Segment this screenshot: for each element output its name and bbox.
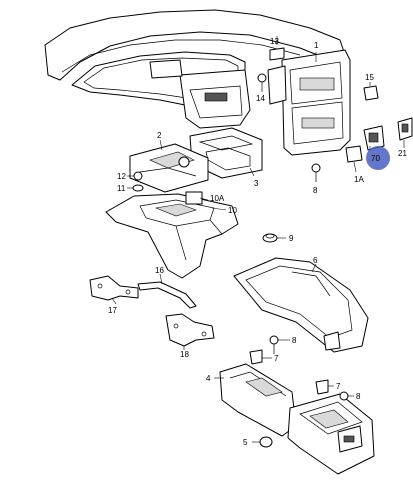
callout-7a: 7 [274, 354, 279, 363]
armrest-base-4 [219, 363, 297, 437]
clip-7-lower [315, 379, 334, 395]
leader-lines [111, 52, 405, 379]
switch-70 [363, 125, 385, 151]
callout-6: 6 [313, 256, 318, 265]
callout-2: 2 [157, 131, 162, 140]
screw-12 [127, 171, 143, 181]
callout-3: 3 [254, 179, 259, 188]
switch-21 [397, 117, 413, 141]
grommet-9 [262, 233, 286, 243]
knob-5 [252, 436, 273, 448]
bracket-17 [89, 275, 139, 301]
shifter-bezel-2 [129, 143, 209, 193]
callout-16: 16 [155, 266, 164, 275]
clip-1a [345, 145, 363, 173]
callout-10a: 10A [210, 194, 225, 203]
screw-8-lower [339, 391, 354, 401]
clip-15 [363, 82, 379, 101]
callout-14: 14 [256, 94, 265, 103]
callout-11: 11 [117, 184, 126, 193]
callout-15: 15 [365, 73, 374, 82]
callout-13: 13 [270, 37, 279, 46]
center-stack-bezel [267, 49, 351, 156]
bolt-13 [269, 36, 285, 61]
callout-7b: 7 [336, 382, 341, 391]
callout-8a: 8 [313, 186, 318, 195]
screw-14 [257, 73, 267, 92]
callout-9: 9 [289, 234, 294, 243]
callout-12: 12 [117, 172, 126, 181]
armrest-box [287, 393, 375, 475]
callout-70: 70 [371, 154, 380, 163]
callout-10: 10 [228, 206, 237, 215]
callout-18: 18 [180, 350, 189, 359]
bracket-18 [165, 313, 215, 347]
callout-21: 21 [398, 149, 407, 158]
callout-70-highlight [366, 146, 390, 170]
callout-8c: 8 [356, 392, 361, 401]
clip-7-mid [249, 349, 272, 365]
screw-8-mid [269, 335, 290, 354]
callout-5: 5 [243, 438, 248, 447]
callout-8b: 8 [292, 336, 297, 345]
screw-8-upper [311, 163, 321, 182]
lower-console-6 [233, 257, 369, 353]
callout-4: 4 [206, 374, 211, 383]
callout-labels: 1 1A 2 3 4 5 6 7 7 8 8 8 9 10 10A 11 12 … [108, 37, 407, 447]
console-10 [105, 191, 239, 279]
callout-17: 17 [108, 306, 117, 315]
callout-1a: 1A [354, 175, 364, 184]
strip-16 [137, 281, 197, 309]
callout-1: 1 [314, 41, 319, 50]
dashboard-frame [44, 9, 346, 129]
washer-11 [127, 184, 144, 192]
